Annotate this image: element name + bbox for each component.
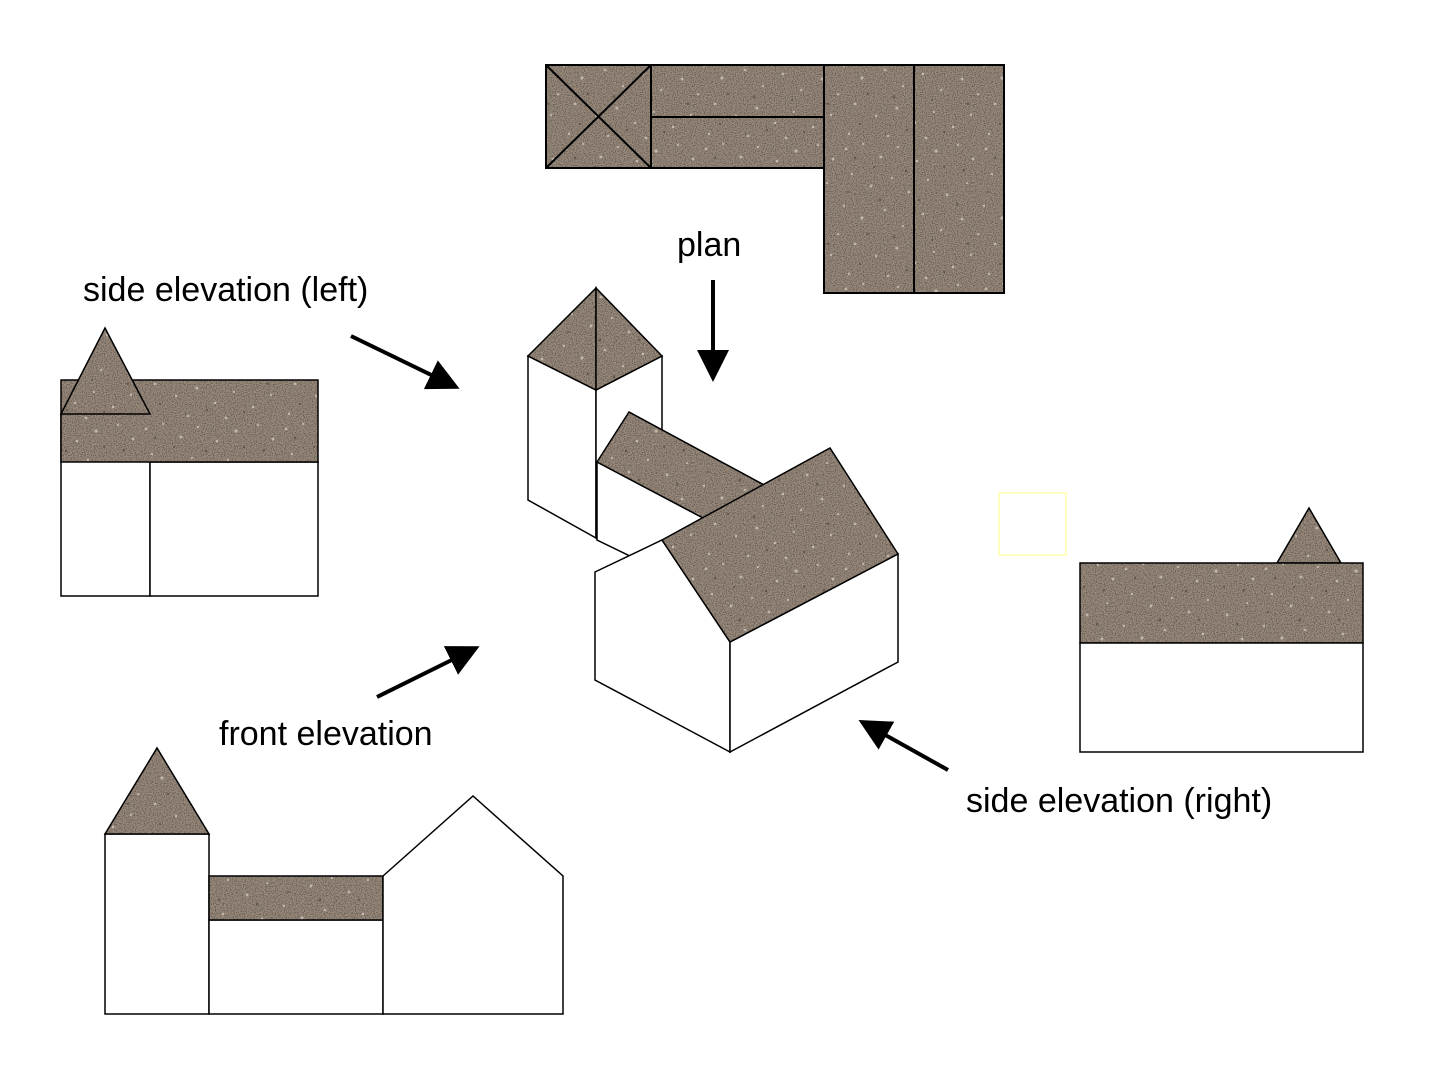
front-elev-tower-wall <box>104 833 210 1015</box>
iso-tower-roof-right <box>595 286 664 392</box>
empty-marker-box <box>998 492 1067 556</box>
side-elevation-left <box>59 326 319 597</box>
side-right-arrow <box>858 720 949 772</box>
plan-outline-house <box>823 64 1005 294</box>
side-elevation-left-label: side elevation (left) <box>83 271 368 309</box>
side-elevation-right-label: side elevation (right) <box>966 782 1272 820</box>
plan-view <box>545 64 1005 294</box>
isometric-building <box>526 286 900 754</box>
right-elev-wall <box>1079 642 1364 753</box>
iso-house-roof <box>660 447 900 643</box>
side-left-arrow <box>350 334 460 390</box>
projection-arrows <box>350 280 949 772</box>
left-elev-house-wall <box>149 461 319 597</box>
left-elev-tower-roof <box>59 326 152 415</box>
side-elevation-right <box>1079 506 1364 753</box>
plan-label: plan <box>677 226 741 264</box>
right-elev-tower-roof <box>1275 506 1343 564</box>
front-elevation <box>103 746 564 1015</box>
right-elev-roof <box>1079 562 1364 644</box>
front-arrow <box>376 646 480 699</box>
front-elevation-label: front elevation <box>219 715 433 753</box>
front-elev-connector-wall <box>208 919 384 1015</box>
front-elev-house-gable <box>382 794 564 1015</box>
plan-tower-diagonal-b <box>545 64 652 169</box>
front-elev-tower-roof <box>103 746 211 835</box>
front-elev-connector-roof <box>208 875 384 921</box>
